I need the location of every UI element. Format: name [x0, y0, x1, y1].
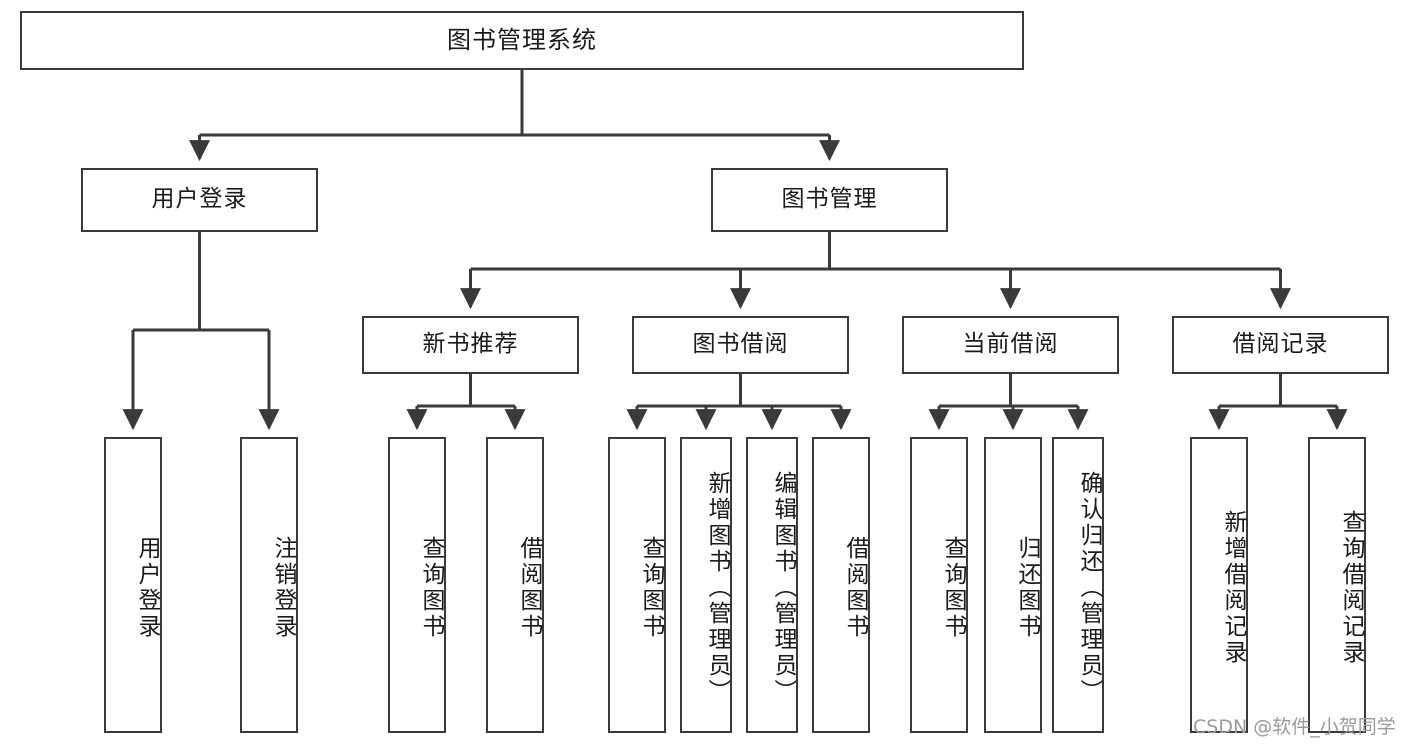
leaf-return-book[interactable]: 归还图书 [984, 437, 1042, 733]
leaf-borrow-book-2[interactable]: 借阅图书 [812, 437, 870, 733]
leaf-borrow-book-1[interactable]: 借阅图书 [486, 437, 544, 733]
node-label: 图书管理系统 [447, 26, 597, 55]
node-label: 借阅图书 [516, 536, 542, 640]
node-label: 查询图书 [418, 536, 444, 640]
watermark: CSDN @软件_小贺同学 [1193, 716, 1396, 738]
node-book-borrow[interactable]: 图书借阅 [632, 316, 849, 374]
node-root[interactable]: 图书管理系统 [20, 11, 1024, 70]
leaf-user-login[interactable]: 用户登录 [104, 437, 162, 733]
leaf-query-book-2[interactable]: 查询图书 [608, 437, 666, 733]
node-user-login[interactable]: 用户登录 [81, 168, 318, 232]
node-label: 新增借阅记录 [1220, 510, 1246, 666]
node-label: 图书借阅 [692, 331, 789, 358]
node-label: 借阅图书 [842, 536, 868, 640]
node-label: 查询图书 [638, 536, 664, 640]
leaf-query-book-3[interactable]: 查询图书 [910, 437, 968, 733]
node-label: 编辑图书（管理员） [770, 471, 796, 705]
node-borrow-record[interactable]: 借阅记录 [1172, 316, 1389, 374]
leaf-add-record[interactable]: 新增借阅记录 [1190, 437, 1248, 733]
node-label: 归还图书 [1014, 536, 1040, 640]
node-label: 新书推荐 [422, 331, 519, 358]
leaf-logout[interactable]: 注销登录 [240, 437, 298, 733]
node-label: 确认归还（管理员） [1076, 471, 1102, 705]
leaf-query-record[interactable]: 查询借阅记录 [1308, 437, 1366, 733]
node-current-borrow[interactable]: 当前借阅 [902, 316, 1119, 374]
node-label: 用户登录 [151, 186, 248, 213]
leaf-edit-book[interactable]: 编辑图书（管理员） [746, 437, 798, 733]
leaf-confirm-return[interactable]: 确认归还（管理员） [1052, 437, 1104, 733]
node-label: 查询借阅记录 [1338, 510, 1364, 666]
node-label: 当前借阅 [962, 331, 1059, 358]
node-new-book-recommend[interactable]: 新书推荐 [362, 316, 579, 374]
node-label: 新增图书（管理员） [704, 471, 730, 705]
node-label: 图书管理 [781, 186, 878, 213]
node-label: 查询图书 [940, 536, 966, 640]
leaf-query-book-1[interactable]: 查询图书 [388, 437, 446, 733]
leaf-add-book[interactable]: 新增图书（管理员） [680, 437, 732, 733]
node-label: 借阅记录 [1232, 331, 1329, 358]
node-book-manage[interactable]: 图书管理 [711, 168, 948, 232]
node-label: 注销登录 [270, 536, 296, 640]
node-label: 用户登录 [134, 536, 160, 640]
